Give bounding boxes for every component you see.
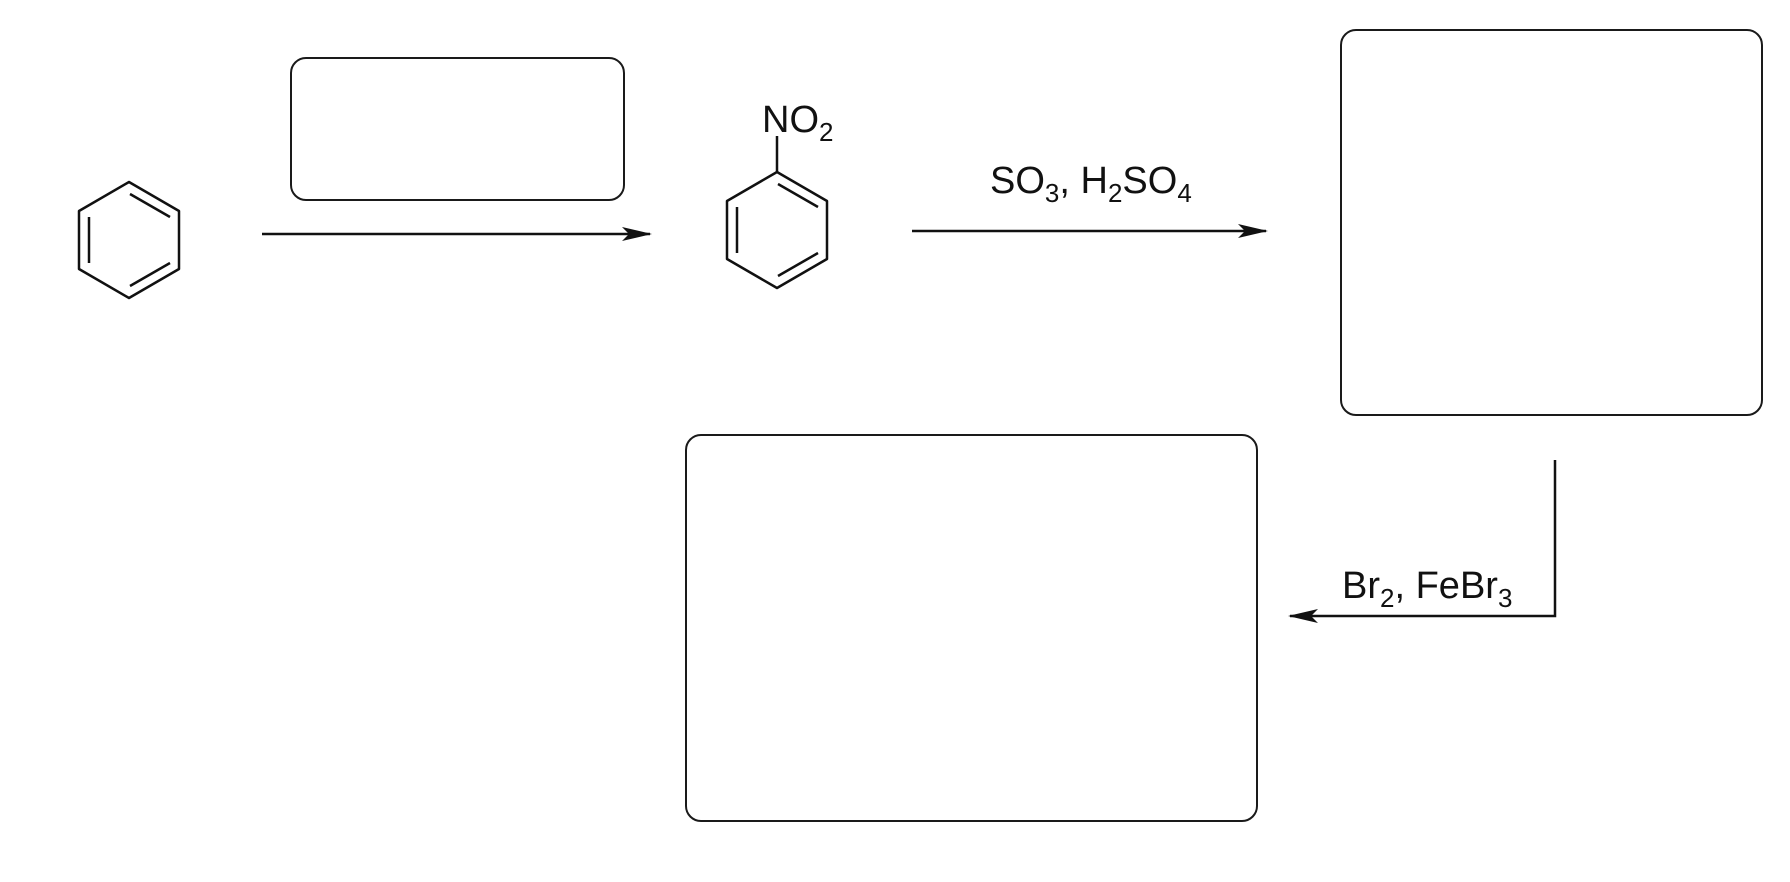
nitrobenzene-structure <box>725 136 829 290</box>
step3-reagent2-subscript: 3 <box>1497 583 1513 614</box>
step2-reagent1-main: SO <box>990 160 1045 202</box>
step3-reagents-label: Br2, FeBr3 <box>1342 565 1512 611</box>
step2-reagent2-part-b: SO <box>1122 160 1178 202</box>
step2-reagent2-subscript-a: 2 <box>1107 178 1123 209</box>
step2-reagents-label: SO3, H2SO4 <box>990 160 1192 206</box>
step2-reagent2-subscript-b: 4 <box>1177 178 1192 209</box>
reagent-answer-box-step1[interactable] <box>290 57 625 201</box>
nitro-group-subscript: 2 <box>819 117 834 148</box>
step3-reagent1-subscript: 2 <box>1380 583 1395 614</box>
step2-reagent2-part-a: H <box>1080 160 1108 202</box>
step3-reagent2-main: FeBr <box>1415 565 1498 607</box>
nitro-group-main: NO <box>762 99 819 141</box>
reaction-arrow-step3 <box>1288 460 1557 623</box>
benzene-structure <box>77 180 181 300</box>
product-answer-box-step3[interactable] <box>685 434 1258 822</box>
step2-separator: , <box>1059 160 1081 202</box>
step2-reagent1-subscript: 3 <box>1044 178 1060 209</box>
product-answer-box-step2[interactable] <box>1340 29 1763 416</box>
nitro-group-label: NO2 <box>762 99 833 145</box>
step3-reagent1-main: Br <box>1342 565 1380 607</box>
step3-separator: , <box>1394 565 1416 607</box>
